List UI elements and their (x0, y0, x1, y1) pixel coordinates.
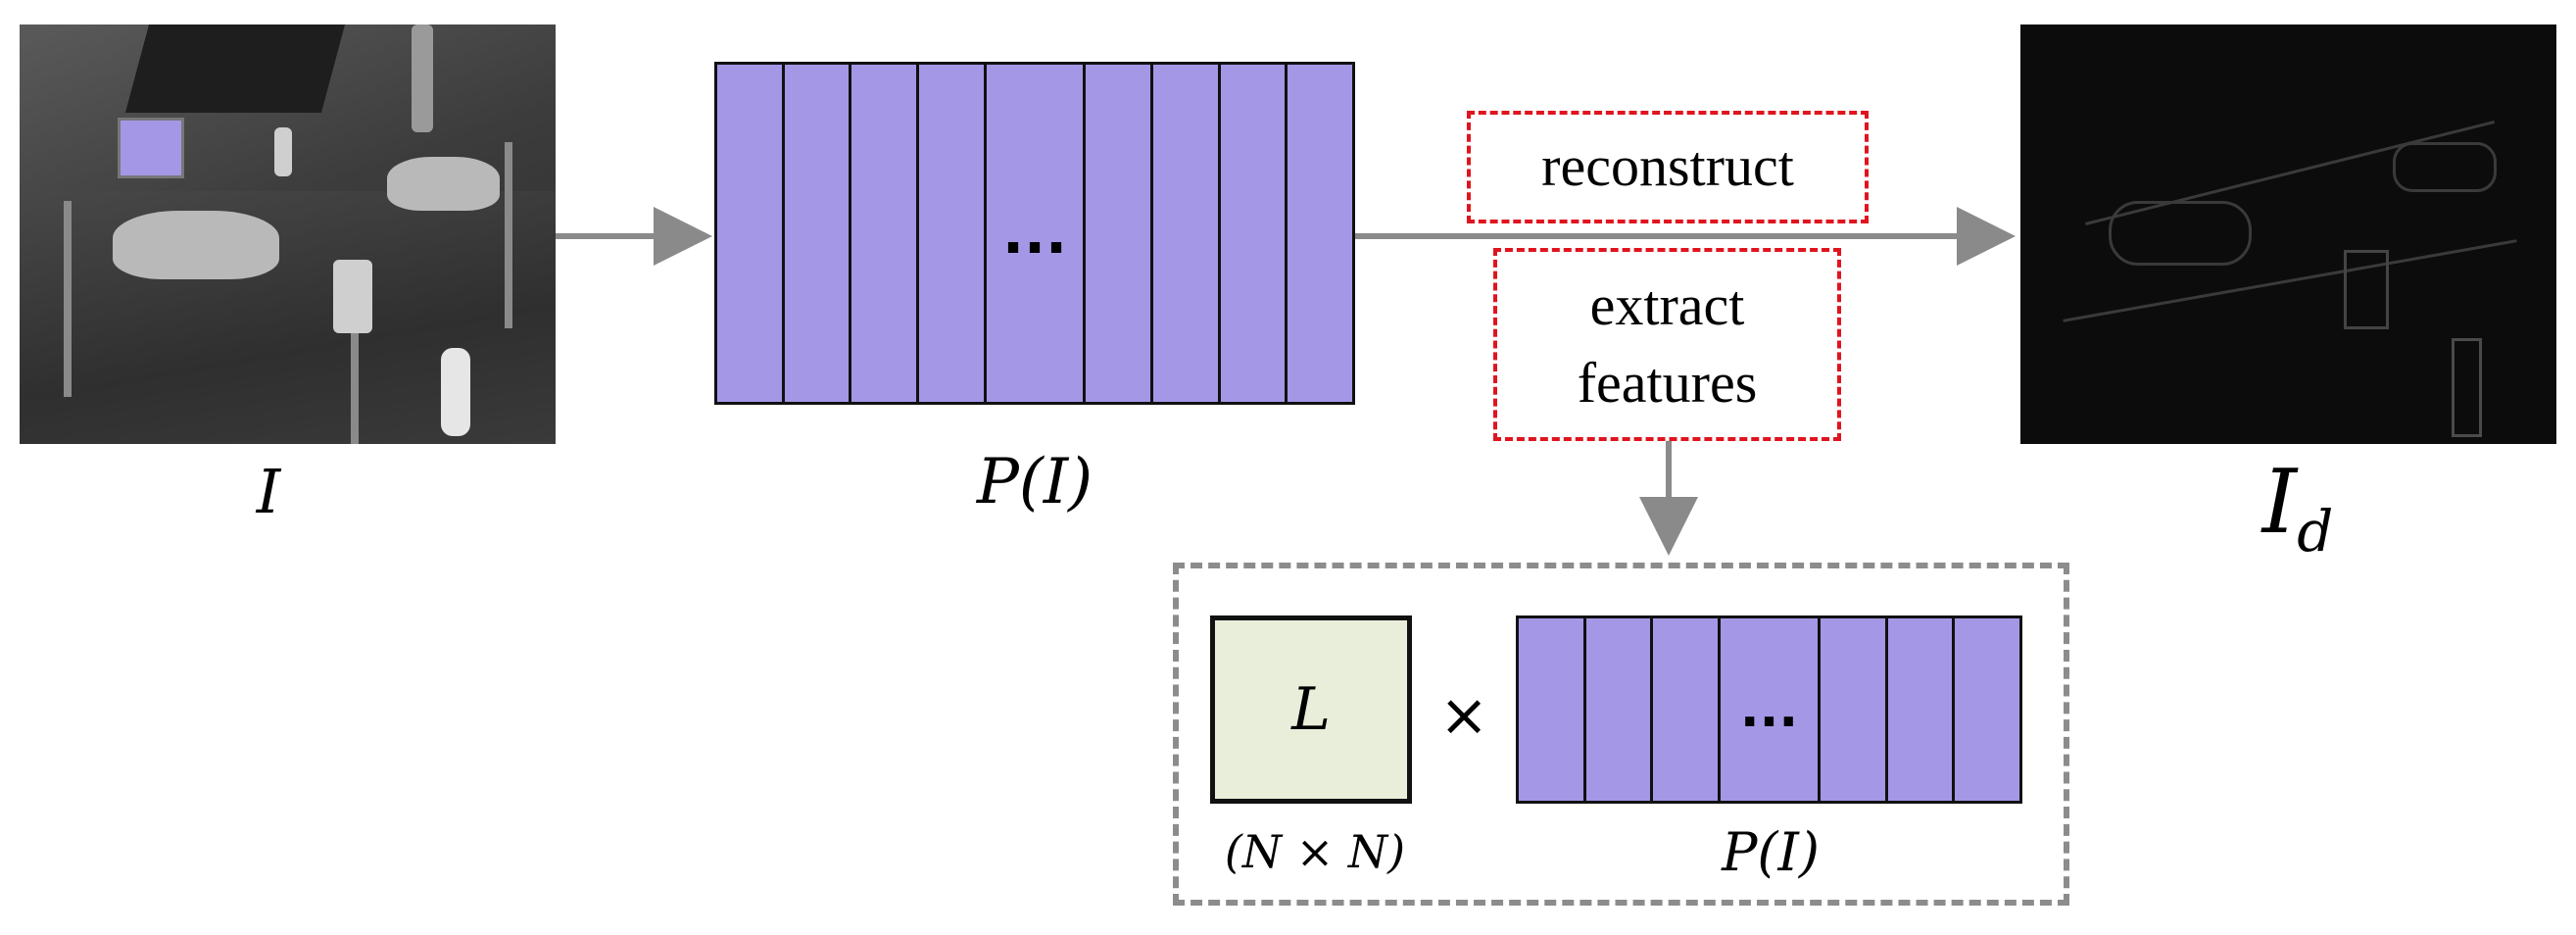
output-label-subscript: d (2297, 498, 2334, 565)
times-symbol: × (1439, 681, 1489, 750)
scene-pole (351, 309, 359, 444)
projection-column (1152, 65, 1221, 402)
matrix-L: L (1210, 615, 1412, 804)
projection-column (784, 65, 852, 402)
scene-pedestrian (441, 348, 470, 436)
projection-column (717, 65, 785, 402)
projection-column (1086, 65, 1153, 402)
matrix-size-label: (N × N) (1224, 825, 1406, 878)
scene-pole-left (64, 201, 72, 397)
detail-car (2109, 201, 2252, 266)
scene-traffic-light (333, 260, 372, 333)
projection-column (1288, 65, 1353, 402)
detail-pedestrian (2452, 338, 2482, 437)
reconstruct-box: reconstruct (1467, 111, 1869, 223)
inner-projection-column (1820, 618, 1888, 801)
reconstruct-label: reconstruct (1541, 134, 1794, 199)
projection-column (851, 65, 920, 402)
input-label: I (256, 456, 281, 527)
inner-projection-column (1955, 618, 2019, 801)
inner-projection-column (1519, 618, 1586, 801)
extract-features-box: extract features (1493, 248, 1841, 441)
inner-projection-block: ... (1516, 615, 2022, 804)
scene-pedestrian-far (274, 127, 292, 176)
extract-label-line1: extract (1589, 273, 1745, 338)
inner-projection-column (1653, 618, 1722, 801)
scene-car-right (387, 157, 500, 211)
projection-block: ... (714, 62, 1355, 405)
image-patch (118, 118, 184, 178)
extract-label-line2: features (1577, 350, 1758, 415)
inner-projection-column (1887, 618, 1956, 801)
scene-pole-right (505, 142, 512, 328)
input-image (20, 25, 556, 444)
projection-ellipsis: ... (986, 65, 1087, 402)
projection-column (1220, 65, 1288, 402)
output-label-main: I (2261, 451, 2298, 554)
projection-label: P(I) (976, 446, 1094, 518)
output-label: Id (2239, 451, 2357, 565)
inner-projection-label: P(I) (1722, 821, 1820, 883)
projection-column (919, 65, 987, 402)
scene-person-top (412, 25, 433, 132)
detail-traffic-light (2344, 250, 2389, 329)
feature-product-box (1173, 563, 2069, 906)
inner-projection-ellipsis: ... (1721, 618, 1821, 801)
output-detail-image (2020, 25, 2556, 444)
detail-car-right (2393, 142, 2497, 192)
scene-car-left (113, 211, 279, 279)
matrix-L-label: L (1291, 675, 1331, 744)
inner-projection-column (1585, 618, 1654, 801)
